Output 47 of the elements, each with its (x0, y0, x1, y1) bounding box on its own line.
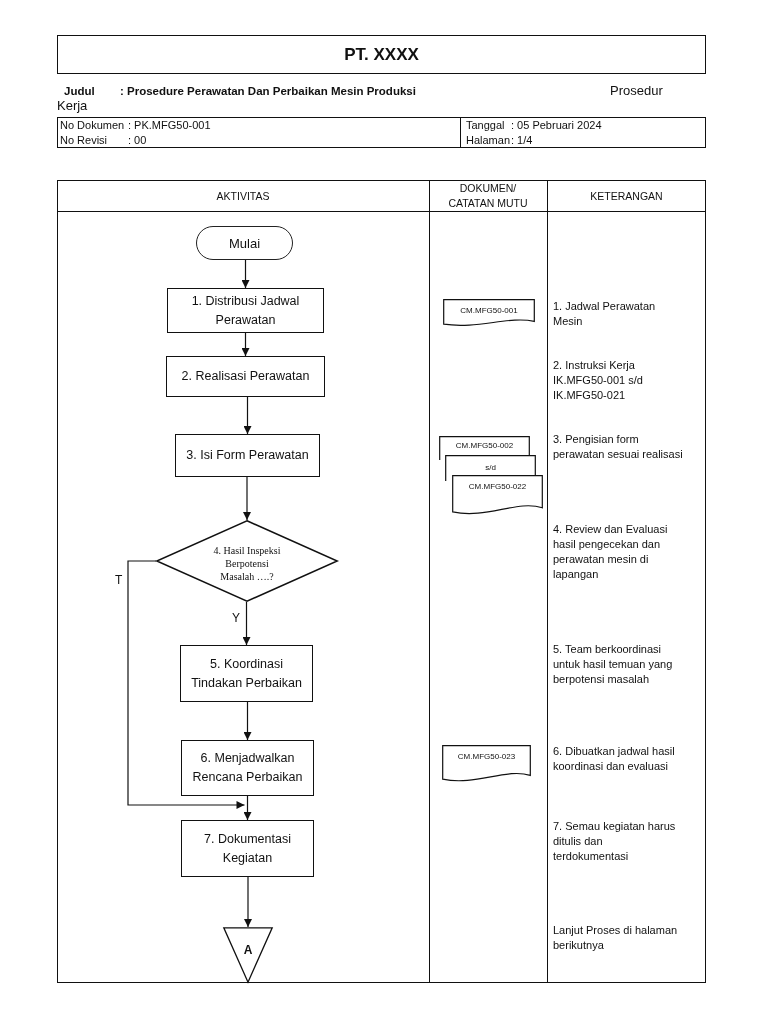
process-box: 6. Menjadwalkan Rencana Perbaikan (181, 740, 314, 796)
arrow (243, 701, 252, 741)
field-label: Halaman (466, 133, 511, 147)
arrow (243, 396, 252, 435)
field-label: Judul (64, 84, 95, 98)
off-page-connector: A (223, 927, 273, 983)
arrow (242, 601, 251, 646)
decision-diamond: 4. Hasil Inspeksi Berpotensi Masalah ….? (156, 520, 338, 602)
note-text: 1. Jadwal Perawatan Mesin (553, 299, 657, 329)
start-terminator: Mulai (196, 226, 293, 260)
field-value: : PK.MFG50-001 (128, 118, 211, 132)
process-box: 1. Distribusi Jadwal Perawatan (167, 288, 324, 333)
field-value: : 1/4 (511, 133, 533, 147)
arrow (241, 259, 250, 289)
process-box: 3. Isi Form Perawatan (175, 434, 320, 477)
document-type-text: Prosedur (610, 83, 663, 98)
note-text: 2. Instruksi Kerja IK.MFG50-001 s/d IK.MFG50-021 (553, 358, 644, 403)
column-header: DOKUMEN/ CATATAN MUTU (447, 181, 529, 211)
note-text: 6. Dibuatkan jadwal hasil koordinasi dan evaluasi (553, 744, 676, 774)
field-label: Tanggal (466, 118, 505, 132)
field-value: : Prosedure Perawatan Dan Perbaikan Mesin Produksi (120, 84, 416, 98)
document-shape: CM.MFG50-022 (452, 475, 543, 516)
note-text: 7. Semau kegiatan harus ditulis dan terdokumentasi (553, 819, 677, 864)
process-box: 7. Dokumentasi Kegiatan (181, 820, 314, 877)
process-box: 2. Realisasi Perawatan (166, 356, 325, 397)
edge-label: Y (231, 611, 241, 625)
field-label: No Revisi (60, 133, 108, 147)
column-header: KETERANGAN (589, 189, 664, 204)
note-text: 4. Review dan Evaluasi hasil pengecekan dan perawatan mesin di lapangan (553, 522, 669, 582)
arrow (243, 795, 252, 821)
note-text: Lanjut Proses di halaman berikutnya (553, 923, 679, 953)
note-text: 5. Team berkoordinasi untuk hasil temuan yang berpotensi masalah (553, 642, 674, 687)
document-type-text: Kerja (57, 98, 88, 113)
arrow (244, 876, 252, 928)
process-box: 5. Koordinasi Tindakan Perbaikan (180, 645, 313, 702)
arrow (243, 476, 251, 521)
page-title: PT. XXXX (57, 35, 706, 74)
document-shape: CM.MFG50-001 (443, 299, 535, 327)
arrow (241, 332, 250, 357)
note-text: 3. Pengisian form perawatan sesuai realisasi (553, 432, 684, 462)
field-value: : 05 Pebruari 2024 (511, 118, 602, 132)
field-value: : 00 (128, 133, 147, 147)
arrow (127, 560, 246, 809)
field-label: No Dokumen (60, 118, 125, 132)
document-shape: CM.MFG50-023 (442, 745, 531, 783)
column-header: AKTIVITAS (215, 189, 271, 204)
edge-label: T (114, 573, 124, 587)
